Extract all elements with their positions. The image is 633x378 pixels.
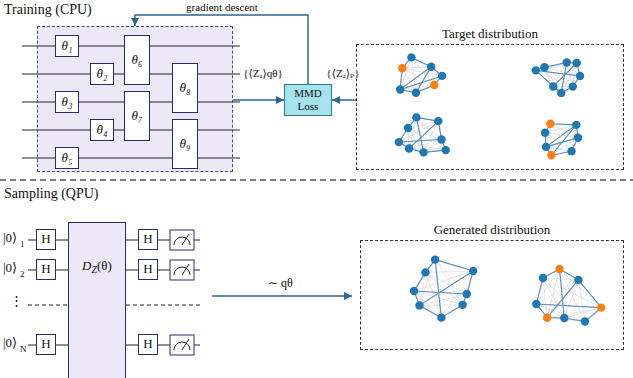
gate-label: θ₂ (97, 67, 108, 82)
hadamard-gate: H (36, 259, 56, 280)
gate-box: θ₄ (90, 119, 114, 141)
gate-label: θ₁ (62, 39, 73, 54)
graph-sample (541, 120, 582, 160)
distribution-title: Generated distribution (341, 222, 633, 238)
graph-sample (532, 58, 585, 97)
gate-label: H (41, 232, 50, 247)
gate-label: H (143, 262, 152, 277)
hadamard-gate: H (138, 259, 158, 280)
sampling-label: ∼ qθ (268, 277, 293, 290)
gate-label: θ₅ (62, 151, 73, 166)
gate-label: θ₃ (62, 95, 73, 110)
gate-label: θ₇ (132, 109, 143, 124)
qubit-index: 2 (20, 270, 25, 280)
gate-label: H (41, 262, 50, 277)
gate-label: θ₄ (97, 123, 108, 138)
gate-box: θ₅ (55, 147, 79, 169)
gate-label: θ₈ (180, 81, 191, 96)
two-qubit-gate: θ₈ (172, 63, 198, 113)
gate-box: θ₃ (55, 91, 79, 113)
distribution-box: Target distribution (356, 44, 624, 170)
graph-sample (396, 53, 446, 97)
qubit-state: |0⟩ (3, 261, 17, 275)
ansatz-region: θ₁ θ₂ θ₃ θ₄ θ₅ θ₆ θ₇ θ₈ θ₉ (37, 26, 233, 172)
section-title: Training (CPU) (4, 2, 92, 17)
operator-symbol: Z (91, 264, 97, 276)
hadamard-gate: H (138, 229, 158, 250)
hadamard-gate: H (138, 334, 158, 355)
graph-sample (410, 255, 478, 321)
qubit-state: |0⟩ (3, 231, 17, 245)
gate-label: H (41, 337, 50, 352)
graph-sample (532, 265, 605, 326)
diagonal-unitary-box: DZ(θ) (68, 222, 126, 378)
loss-box: MMD Loss (284, 84, 332, 116)
distribution-box: Generated distribution (360, 240, 624, 350)
hadamard-gate: H (36, 229, 56, 250)
gate-label: MMD Loss (285, 87, 331, 112)
edge-label: {⟨Zₐ⟩qθ} (241, 67, 285, 79)
gate-label: θ₆ (132, 53, 143, 68)
distribution-title: Target distribution (337, 26, 633, 42)
two-qubit-gate: θ₆ (124, 35, 150, 85)
flow-arrow (233, 99, 284, 101)
hadamard-gate: H (36, 334, 56, 355)
gate-box: θ₂ (90, 63, 114, 85)
qubit-state: |0⟩ (3, 336, 17, 350)
gate-box: θ₁ (55, 35, 79, 57)
qubit-index: 1 (20, 240, 25, 250)
edge-label: {⟨Zₐ⟩ₚ} (324, 67, 361, 79)
two-qubit-gate: θ₇ (124, 91, 150, 141)
flow-arrow (332, 99, 356, 101)
edge-label: gradient descent (184, 1, 260, 13)
operator-symbol: (θ) (97, 259, 112, 274)
ellipsis: ⋮ (10, 294, 23, 308)
gate-label: H (143, 232, 152, 247)
qubit-index: N (20, 345, 27, 355)
graph-sample (395, 113, 450, 156)
two-qubit-gate: θ₉ (172, 119, 198, 169)
gate-label: θ₉ (180, 137, 191, 152)
section-title: Sampling (QPU) (4, 186, 99, 201)
operator-symbol: D (82, 259, 91, 274)
gate-label: H (143, 337, 152, 352)
